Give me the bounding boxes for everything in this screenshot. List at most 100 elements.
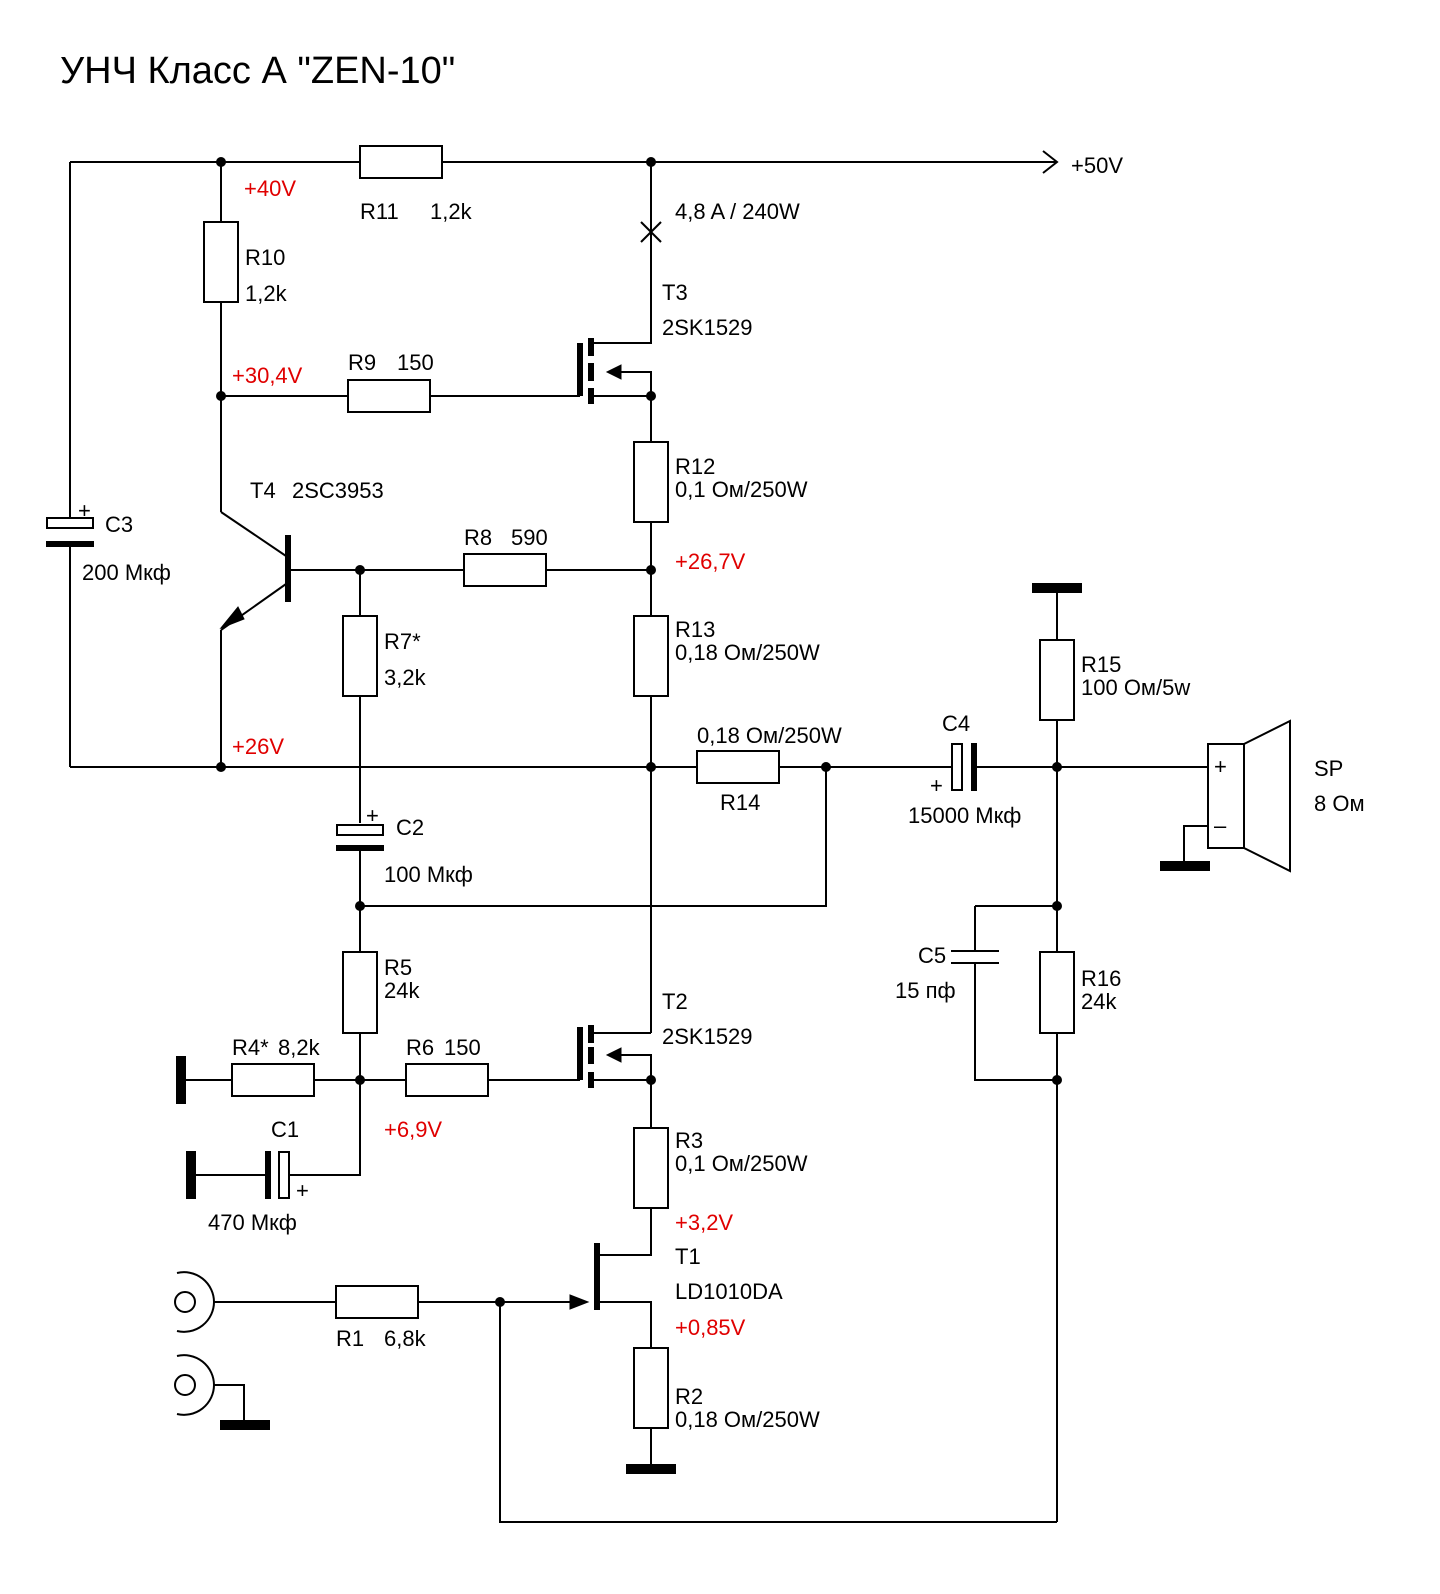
r3-value: 0,1 Ом/250W [675, 1151, 808, 1176]
t1-ref: T1 [675, 1244, 701, 1269]
capacitor-c4 [951, 743, 977, 791]
voltage-40v: +40V [244, 176, 296, 201]
resistor-r7 [342, 615, 378, 697]
speaker-minus: – [1214, 813, 1227, 838]
input-jack-ground [174, 1354, 216, 1416]
voltage-6-9v: +6,9V [384, 1117, 442, 1142]
c4-plus: + [930, 773, 943, 798]
r9-ref: R9 [348, 350, 376, 375]
c5-value: 15 пф [895, 978, 956, 1003]
resistor-r4 [231, 1063, 315, 1097]
t1-part: LD1010DA [675, 1279, 783, 1304]
capacitor-c2 [336, 824, 384, 851]
voltage-3-2v: +3,2V [675, 1210, 733, 1235]
r2-ref: R2 [675, 1384, 703, 1409]
r6-ref: R6 [406, 1035, 434, 1060]
voltage-26-7v: +26,7V [675, 549, 746, 574]
resistor-r8 [463, 553, 547, 587]
resistor-r15 [1039, 639, 1075, 721]
r6-value: 150 [444, 1035, 481, 1060]
r10-ref: R10 [245, 245, 285, 270]
resistor-r6 [405, 1063, 489, 1097]
transistor-t3 [577, 338, 622, 404]
capacitor-c3 [46, 517, 94, 547]
r16-ref: R16 [1081, 966, 1121, 991]
transistor-t2 [577, 1025, 622, 1088]
capacitor-c5 [951, 950, 999, 964]
t4-part: 2SC3953 [292, 478, 384, 503]
current-marker-cross [640, 221, 662, 243]
voltage-26v: +26V [232, 734, 284, 759]
r11-ref: R11 [360, 199, 399, 224]
c2-value: 100 Мкф [384, 862, 473, 887]
junction-dots [216, 157, 1062, 1307]
resistor-r5 [342, 951, 378, 1034]
t3-part: 2SK1529 [662, 315, 753, 340]
resistor-r10 [203, 221, 239, 303]
r16-value: 24k [1081, 989, 1117, 1014]
r4-ref: R4* [232, 1035, 269, 1060]
r12-value: 0,1 Ом/250W [675, 477, 808, 502]
transistor-t4 [219, 535, 291, 630]
r2-value: 0,18 Ом/250W [675, 1407, 820, 1432]
r5-value: 24k [384, 978, 420, 1003]
c1-plus: + [296, 1178, 309, 1203]
supply-label: +50V [1071, 153, 1123, 178]
r9-value: 150 [397, 350, 434, 375]
r15-ref: R15 [1081, 652, 1121, 677]
speaker-plus: + [1214, 754, 1227, 779]
schematic-title: УНЧ Класс А "ZEN-10" [60, 50, 455, 92]
resistor-r9 [347, 379, 431, 413]
resistor-r2 [633, 1347, 669, 1429]
resistor-r12 [633, 441, 669, 523]
input-jack-signal [174, 1271, 216, 1333]
c2-ref: C2 [396, 815, 424, 840]
t3-ref: T3 [662, 280, 688, 305]
r8-ref: R8 [464, 525, 492, 550]
r1-value: 6,8k [384, 1326, 427, 1351]
c4-value: 15000 Мкф [908, 803, 1021, 828]
c2-plus: + [366, 803, 379, 828]
voltage-30-4v: +30,4V [232, 363, 303, 388]
capacitor-c1 [265, 1151, 290, 1199]
resistor-r11 [359, 145, 443, 179]
resistor-r1 [335, 1285, 419, 1319]
transistor-t1 [569, 1243, 600, 1310]
r13-value: 0,18 Ом/250W [675, 640, 820, 665]
r3-ref: R3 [675, 1128, 703, 1153]
c5-ref: C5 [918, 943, 946, 968]
resistor-r13 [633, 615, 669, 697]
voltage-0-85v: +0,85V [675, 1315, 746, 1340]
r5-ref: R5 [384, 955, 412, 980]
c1-ref: C1 [271, 1117, 299, 1142]
r14-ref: R14 [720, 790, 760, 815]
c3-value: 200 Мкф [82, 560, 171, 585]
r7-value: 3,2k [384, 665, 427, 690]
r13-ref: R13 [675, 617, 715, 642]
r14-value: 0,18 Ом/250W [697, 723, 842, 748]
resistor-r16 [1039, 951, 1075, 1034]
r4-value: 8,2k [278, 1035, 321, 1060]
t2-part: 2SK1529 [662, 1024, 753, 1049]
wires [69, 150, 1208, 1523]
t2-ref: T2 [662, 989, 688, 1014]
resistor-r3 [633, 1127, 669, 1209]
r8-value: 590 [511, 525, 548, 550]
r10-value: 1,2k [245, 281, 288, 306]
current-note: 4,8 A / 240W [675, 199, 800, 224]
t4-ref: T4 [250, 478, 276, 503]
r11-value: 1,2k [430, 199, 473, 224]
speaker-value: 8 Ом [1314, 791, 1365, 816]
c3-plus: + [78, 498, 91, 523]
r7-ref: R7* [384, 629, 421, 654]
resistor-r14 [696, 750, 780, 784]
speaker-icon [1207, 719, 1291, 873]
r12-ref: R12 [675, 454, 715, 479]
c3-ref: C3 [105, 512, 133, 537]
c4-ref: C4 [942, 711, 970, 736]
c1-value: 470 Мкф [208, 1210, 297, 1235]
speaker-ref: SP [1314, 756, 1343, 781]
r15-value: 100 Ом/5w [1081, 675, 1190, 700]
r1-ref: R1 [336, 1326, 364, 1351]
